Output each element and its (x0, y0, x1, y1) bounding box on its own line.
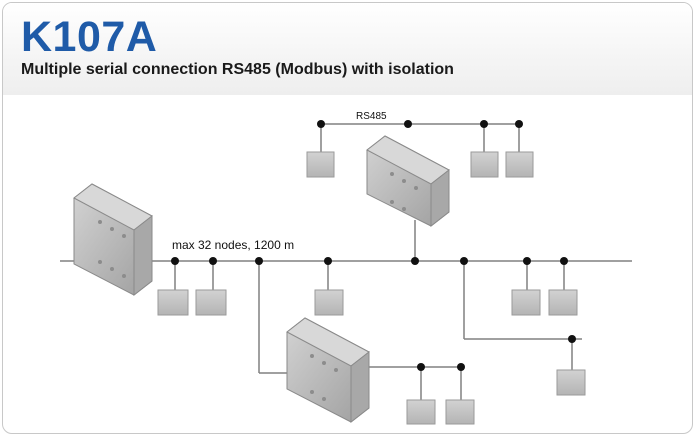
connection-node (255, 257, 263, 265)
device-box (470, 151, 499, 178)
connection-node (560, 257, 568, 265)
model-title: K107A (21, 13, 158, 61)
connection-node (523, 257, 531, 265)
rs485-label: RS485 (356, 111, 387, 122)
device-box (445, 399, 475, 425)
connection-node (404, 120, 412, 128)
device-box (505, 151, 534, 178)
device-boxes (157, 151, 586, 425)
connection-node (411, 257, 419, 265)
device-box (548, 289, 578, 316)
header-gradient (3, 3, 692, 95)
connection-node (457, 363, 465, 371)
connection-node (317, 120, 325, 128)
connection-node (480, 120, 488, 128)
connection-node (515, 120, 523, 128)
connection-node (417, 363, 425, 371)
device-box (556, 369, 586, 396)
device-box (157, 289, 189, 316)
din-module-bottom (286, 317, 370, 424)
connection-nodes (171, 120, 576, 371)
connection-node (460, 257, 468, 265)
device-box (314, 289, 344, 316)
device-box (406, 399, 436, 425)
device-box (306, 151, 335, 178)
connection-node (568, 335, 576, 343)
device-box (511, 289, 541, 316)
din-module-left (73, 183, 153, 297)
main-bus-label: max 32 nodes, 1200 m (172, 238, 294, 252)
din-module-top (366, 135, 450, 228)
connection-node (209, 257, 217, 265)
connection-node (171, 257, 179, 265)
device-box (195, 289, 227, 316)
diagram-subtitle: Multiple serial connection RS485 (Modbus… (21, 61, 454, 78)
connection-node (324, 257, 332, 265)
